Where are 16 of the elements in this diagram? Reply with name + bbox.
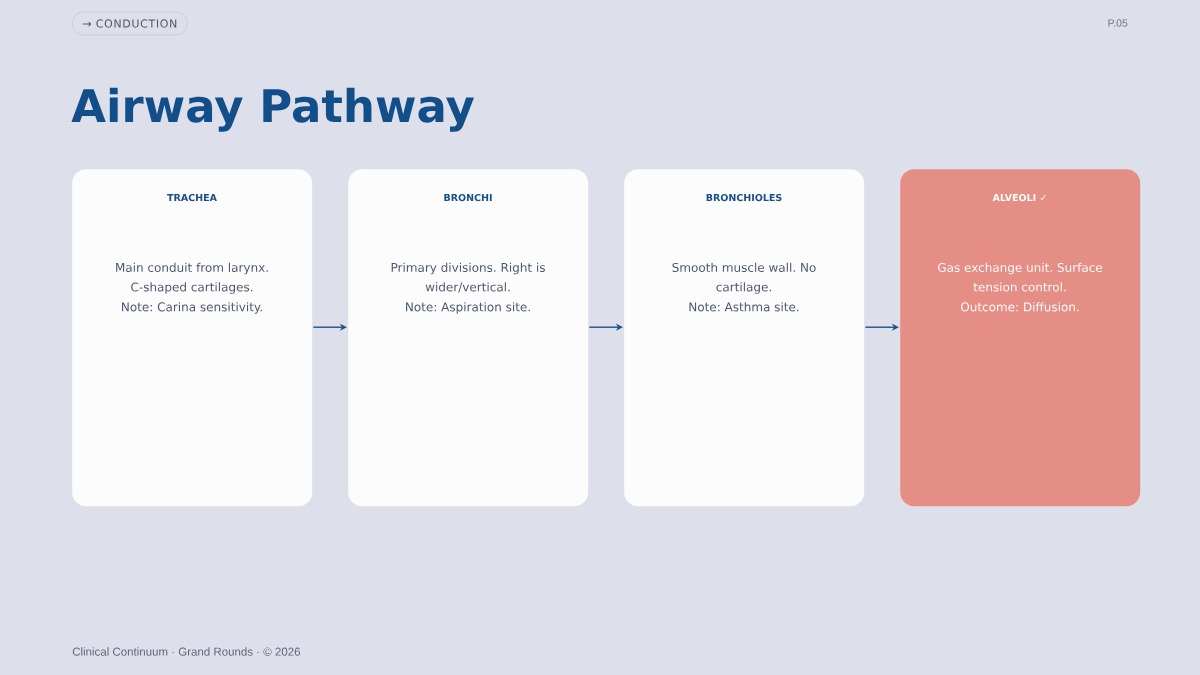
card-text: Main conduit from larynx. C-shaped cartilages. bbox=[116, 262, 268, 294]
card-heading: BRONCHI bbox=[444, 193, 492, 202]
title: Airway Pathway bbox=[71, 87, 474, 132]
footer-text: Clinical Continuum · Grand Rounds · © 2026 bbox=[72, 647, 300, 656]
card-text: Note: Carina sensitivity. bbox=[122, 302, 262, 314]
card-heading: TRACHEA bbox=[167, 193, 217, 202]
card-heading: ALVEOLI ✓ bbox=[992, 193, 1046, 202]
card-text: Note: Asthma site. bbox=[689, 302, 799, 312]
page-number: P.05 bbox=[1108, 19, 1128, 27]
card-text: Note: Aspiration site. bbox=[406, 302, 530, 314]
card-text: Smooth muscle wall. No cartilage. bbox=[672, 262, 816, 294]
card-text: Gas exchange unit. Surface tension control. bbox=[938, 262, 1103, 292]
card-heading: BRONCHIOLES bbox=[706, 193, 782, 202]
tag-pill: → CONDUCTION bbox=[72, 11, 188, 36]
card-text: Primary divisions. Right is wider/vertical. bbox=[391, 262, 545, 293]
card-text: Outcome: Diffusion. bbox=[960, 302, 1079, 312]
